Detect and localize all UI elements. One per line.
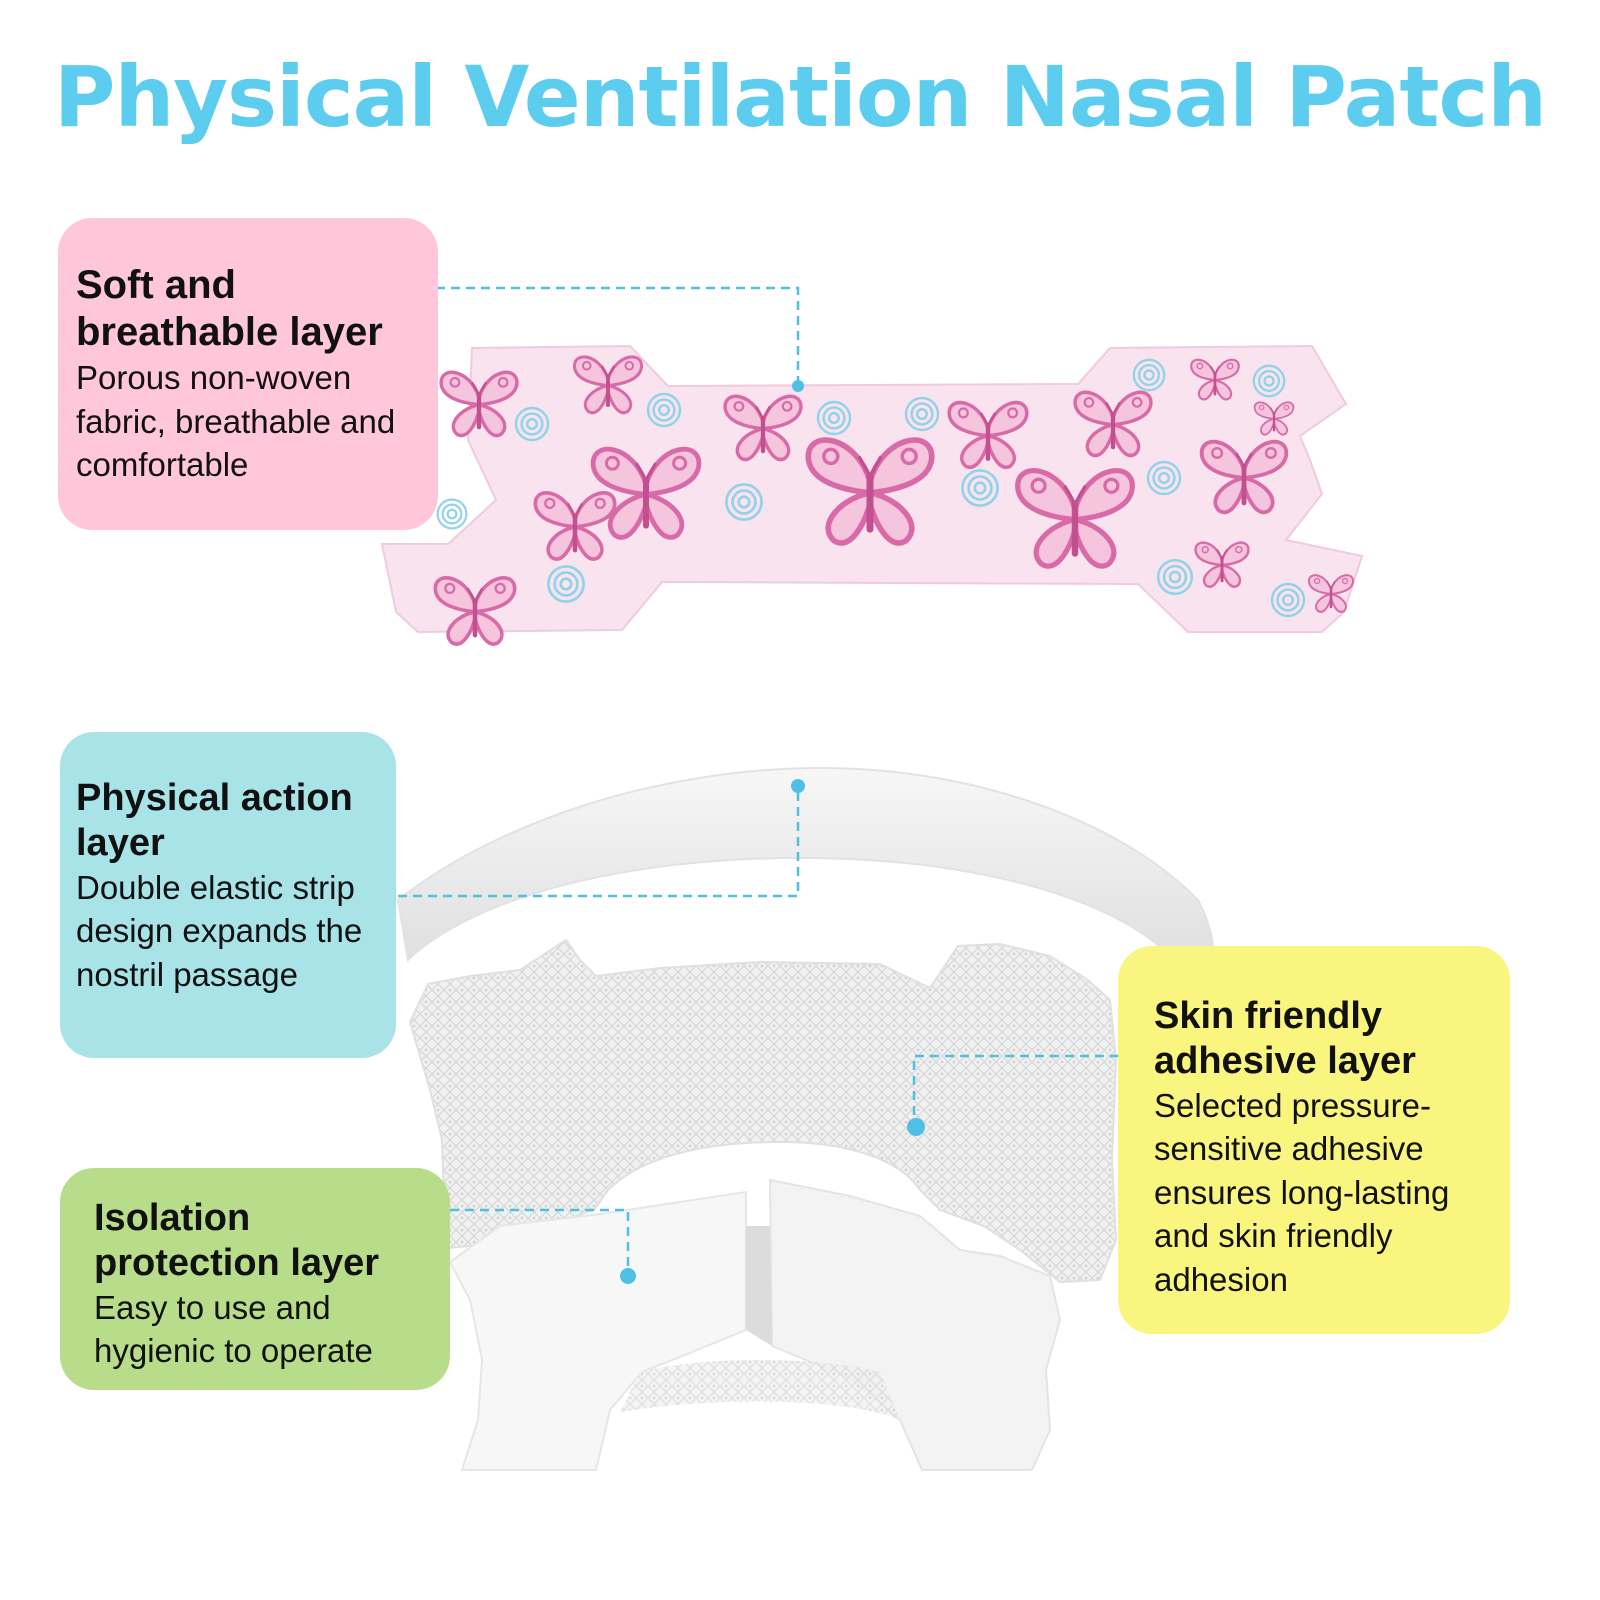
leader-dot-skin	[907, 1118, 925, 1136]
page-title: Physical Ventilation Nasal Patch	[53, 48, 1547, 146]
physical-layer-callout: Physical action layer Double elastic str…	[60, 732, 396, 1058]
isolation-layer-description: Easy to use and hygienic to operate	[94, 1288, 373, 1370]
isolation-liner	[448, 1178, 1062, 1471]
physical-layer-description: Double elastic strip design expands the …	[76, 868, 363, 993]
leader-dot-soft	[792, 380, 804, 392]
leader-physical	[398, 786, 800, 898]
soft-layer-heading: Soft and breathable layer	[76, 263, 383, 355]
soft-layer-description: Porous non-woven fabric, breathable and …	[76, 359, 396, 484]
skin-layer-description: Selected pressure-sensitive adhesive ens…	[1154, 1086, 1450, 1298]
soft-layer-patch	[380, 344, 1364, 644]
isolation-layer-callout: Isolation protection layer Easy to use a…	[60, 1168, 450, 1390]
leader-soft	[436, 286, 800, 384]
soft-layer-callout: Soft and breathable layer Porous non-wov…	[58, 218, 438, 530]
physical-layer-heading: Physical action layer	[76, 777, 353, 864]
isolation-layer-heading: Isolation protection layer	[94, 1197, 380, 1284]
leader-lines	[398, 286, 1134, 1274]
leader-dot-isolation	[620, 1268, 636, 1284]
adhesive-mesh-layer	[408, 938, 1118, 1284]
skin-layer-heading: Skin friendly adhesive layer	[1154, 995, 1416, 1082]
leader-dots	[620, 380, 925, 1284]
skin-layer-callout: Skin friendly adhesive layer Selected pr…	[1118, 946, 1510, 1334]
elastic-strip	[396, 766, 1215, 992]
leader-dot-physical	[791, 779, 805, 793]
